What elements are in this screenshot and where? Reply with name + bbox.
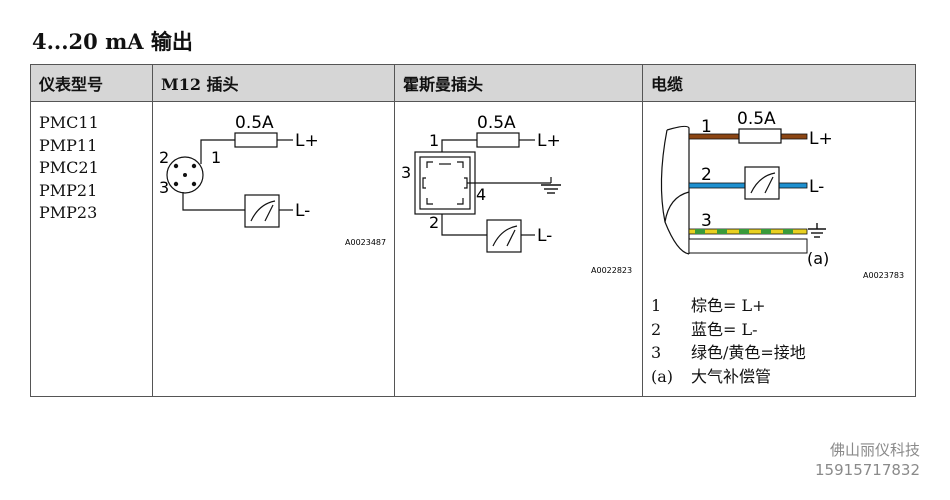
l-plus-label: L+ xyxy=(809,129,833,149)
fuse-icon xyxy=(476,132,520,148)
fuse-rating: 0.5A xyxy=(477,113,516,133)
vent-tube-icon xyxy=(688,238,808,254)
pin-label: 4 xyxy=(476,185,486,204)
harting-connector-icon xyxy=(414,151,476,215)
wire-label: 3 xyxy=(701,211,712,231)
meter-icon xyxy=(244,194,280,228)
wire-label: 2 xyxy=(701,165,712,185)
header-cable: 电缆 xyxy=(642,64,916,102)
fuse-rating: 0.5A xyxy=(737,109,776,129)
pin-label: 3 xyxy=(401,163,411,182)
models-cell: PMC11 PMP11 PMC21 PMP21 PMP23 xyxy=(30,101,153,397)
l-plus-label: L+ xyxy=(295,131,319,151)
legend-item: (a) 大气补偿管 xyxy=(651,366,772,386)
l-minus-label: L- xyxy=(537,226,552,246)
section-title: 4...20 mA 输出 xyxy=(32,29,193,54)
header-m12-plug: M12 插头 xyxy=(152,64,395,102)
cable-jacket-icon xyxy=(660,125,690,255)
l-minus-label: L- xyxy=(809,177,824,197)
model-item: PMP23 xyxy=(39,203,98,222)
figure-id: A0023487 xyxy=(345,238,386,247)
pin-label: 1 xyxy=(429,131,439,150)
ground-icon xyxy=(808,223,826,238)
figure-id: A0022823 xyxy=(591,266,632,275)
ground-icon xyxy=(541,184,561,194)
cable-cell: 1 2 3 0.5A L+ L- (a) A0023783 1 棕色= L+ 2 xyxy=(642,101,916,397)
header-harting-plug: 霍斯曼插头 xyxy=(394,64,643,102)
legend-item: 1 棕色= L+ xyxy=(651,296,766,315)
watermark: 佛山丽仪科技 15915717832 xyxy=(815,440,920,480)
pin-label: 1 xyxy=(211,148,221,167)
meter-icon xyxy=(486,219,522,253)
model-item: PMP11 xyxy=(39,135,98,155)
fuse-icon xyxy=(234,132,278,148)
harting-wiring-diagram: 0.5A L+ L- 1 2 3 4 A0022823 xyxy=(401,113,632,275)
watermark-company: 佛山丽仪科技 xyxy=(829,441,920,459)
l-plus-label: L+ xyxy=(537,131,561,151)
table-header-row: 仪表型号 M12 插头 霍斯曼插头 电缆 xyxy=(30,64,916,102)
m12-cell: 0.5A L+ L- 1 2 3 A0023487 xyxy=(152,101,395,397)
pin-label: 2 xyxy=(429,213,439,232)
m12-connector-icon xyxy=(166,156,204,194)
wire-label: 1 xyxy=(701,117,712,137)
model-item: PMP21 xyxy=(39,180,98,200)
pin-label: 2 xyxy=(159,148,169,167)
l-minus-label: L- xyxy=(295,201,310,221)
model-item: PMC21 xyxy=(39,158,99,177)
header-model: 仪表型号 xyxy=(30,64,153,102)
m12-wiring-diagram: 0.5A L+ L- 1 2 3 A0023487 xyxy=(159,113,386,247)
table-row: PMC11 PMP11 PMC21 PMP21 PMP23 xyxy=(30,101,916,397)
watermark-phone: 15915717832 xyxy=(815,461,920,479)
harting-cell: 0.5A L+ L- 1 2 3 4 A0022823 xyxy=(394,101,643,397)
model-item: PMC11 xyxy=(39,113,99,132)
legend-item: 2 蓝色= L- xyxy=(651,319,758,339)
pin-label: 3 xyxy=(159,178,169,197)
legend-item: 3 绿色/黄色=接地 xyxy=(651,343,806,362)
cable-legend: 1 棕色= L+ 2 蓝色= L- 3 绿色/黄色=接地 (a) 大气补偿管 xyxy=(651,294,806,388)
vent-tube-label: (a) xyxy=(807,249,829,268)
fuse-icon xyxy=(738,128,782,144)
meter-icon xyxy=(744,166,780,200)
fuse-rating: 0.5A xyxy=(235,113,274,133)
wiring-table: 仪表型号 M12 插头 霍斯曼插头 电缆 PMC11 PMP11 PMC21 P… xyxy=(30,64,916,397)
cable-wiring-diagram: 1 2 3 0.5A L+ L- (a) A0023783 xyxy=(660,109,904,280)
figure-id: A0023783 xyxy=(863,271,904,280)
